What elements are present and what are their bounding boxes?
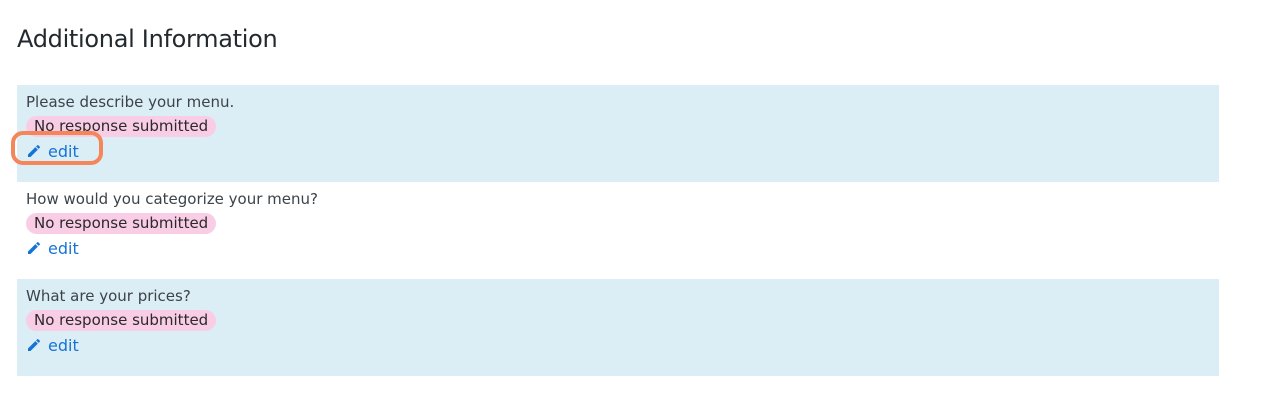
edit-label: edit [48, 141, 79, 161]
edit-label: edit [48, 335, 79, 355]
edit-label: edit [48, 238, 79, 258]
question-text: How would you categorize your menu? [26, 190, 318, 208]
pencil-icon [28, 241, 41, 254]
question-item-menu-category: How would you categorize your menu? No r… [17, 182, 1219, 279]
response-status-badge: No response submitted [26, 116, 217, 137]
pencil-icon [28, 144, 41, 157]
questions-list: Please describe your menu. No response s… [11, 85, 1219, 376]
question-text: What are your prices? [26, 287, 191, 305]
question-item-menu-description: Please describe your menu. No response s… [11, 85, 1219, 182]
response-status-badge: No response submitted [26, 310, 217, 331]
pencil-icon [28, 338, 41, 351]
edit-link[interactable]: edit [11, 131, 103, 165]
edit-link[interactable]: edit [26, 237, 96, 259]
page-title: Additional Information [17, 25, 278, 53]
question-text: Please describe your menu. [26, 93, 235, 111]
response-status-badge: No response submitted [26, 213, 217, 234]
edit-link[interactable]: edit [26, 334, 96, 356]
question-item-prices: What are your prices? No response submit… [17, 279, 1219, 376]
